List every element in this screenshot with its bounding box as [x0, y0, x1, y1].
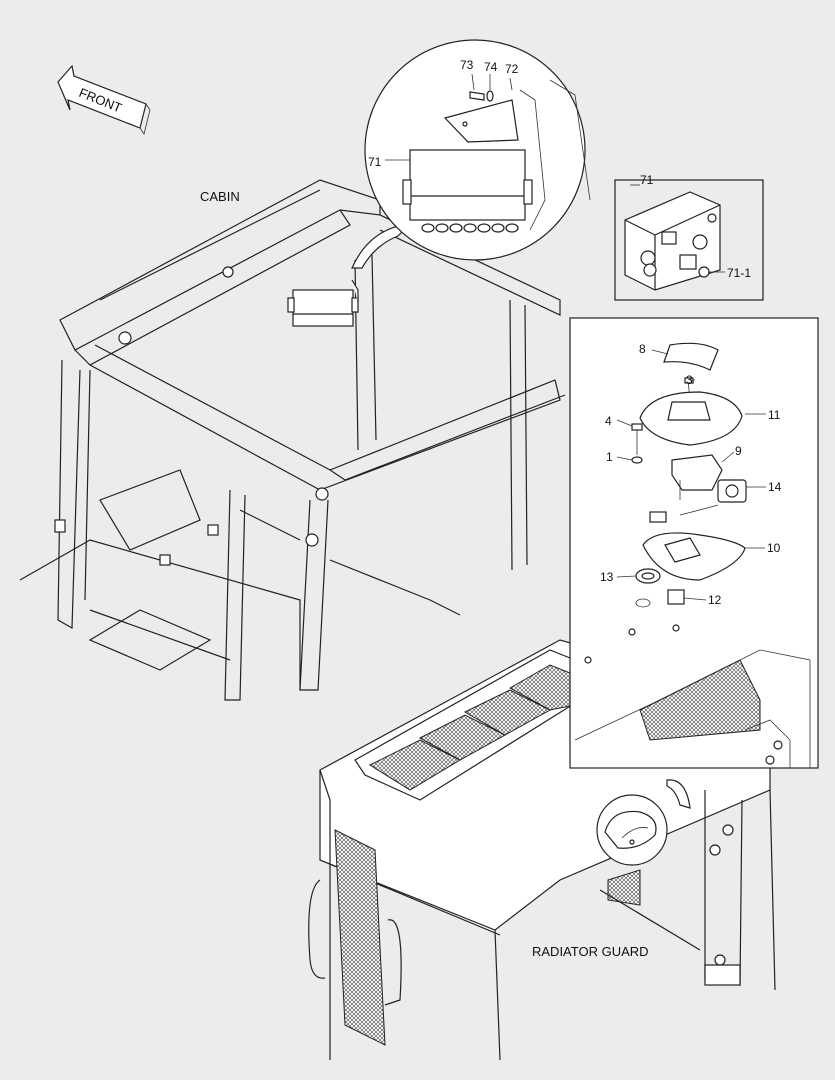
- callout-8: 8: [639, 342, 646, 356]
- box-title-71: 71: [640, 173, 654, 187]
- callout-9: 9: [735, 444, 742, 458]
- detail-box-71: [614, 179, 764, 301]
- callout-71-1: 71-1: [727, 266, 751, 280]
- cabin-label: CABIN: [200, 189, 240, 204]
- callout-13: 13: [600, 570, 614, 584]
- roof-monitor: [287, 279, 359, 327]
- callout-11: 11: [768, 408, 781, 422]
- front-arrow-icon: FRONT: [57, 64, 151, 135]
- callout-10: 10: [767, 541, 781, 555]
- guard-lamp-circle: [596, 794, 668, 866]
- callout-3: 3: [686, 373, 693, 387]
- cabin-frame: [19, 179, 566, 701]
- monitor-detail-circle: [364, 39, 591, 261]
- callout-72: 72: [505, 62, 519, 76]
- callout-14: 14: [768, 480, 782, 494]
- callout-4: 4: [605, 414, 612, 428]
- callout-74: 74: [484, 60, 498, 74]
- radiator-guard-label: RADIATOR GUARD: [532, 944, 649, 959]
- callout-12: 12: [708, 593, 722, 607]
- callout-1: 1: [606, 450, 613, 464]
- pointer-arrow-icon: [666, 779, 691, 809]
- callout-71: 71: [368, 155, 382, 169]
- lamp-detail-box: [569, 317, 819, 769]
- callout-73: 73: [460, 58, 474, 72]
